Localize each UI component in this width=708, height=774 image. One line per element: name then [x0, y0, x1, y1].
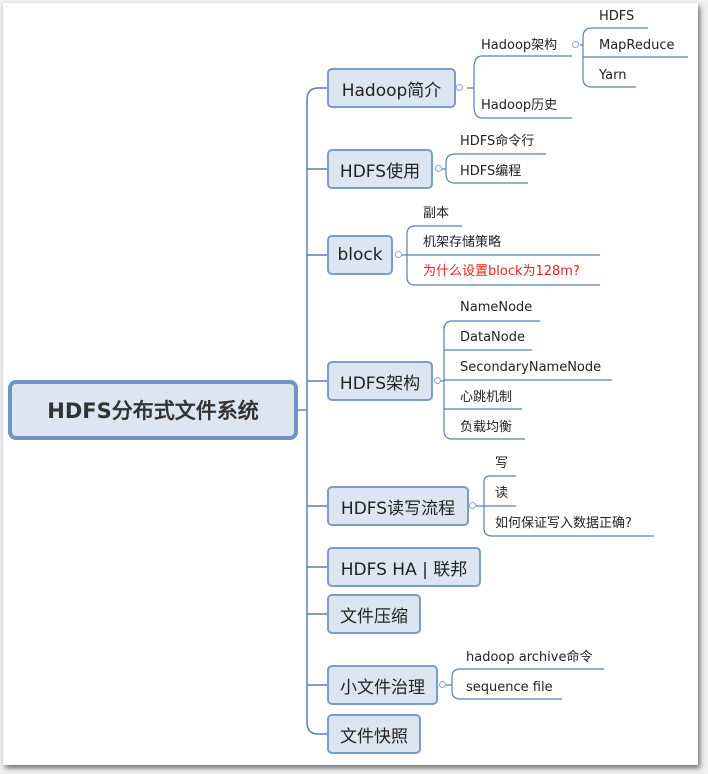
- block-connector: [395, 225, 600, 286]
- collapse-toggle-icon[interactable]: [456, 84, 463, 91]
- collapse-toggle-icon[interactable]: [439, 681, 446, 688]
- intro-connector: [467, 55, 572, 119]
- subnode-hadoop-archive[interactable]: hadoop archive命令: [466, 650, 593, 665]
- arch2-connector: [434, 320, 612, 440]
- subnode-load-balance[interactable]: 负载均衡: [460, 420, 513, 435]
- subnode-write-correctness[interactable]: 如何保证写入数据正确?: [495, 516, 632, 531]
- subnode-why-128m[interactable]: 为什么设置block为128m?: [423, 264, 580, 279]
- branch-hdfs-read-write[interactable]: HDFS读写流程: [327, 486, 469, 526]
- subnode-mapreduce[interactable]: MapReduce: [599, 38, 675, 53]
- subnode-replica[interactable]: 副本: [423, 206, 450, 221]
- branch-file-compression[interactable]: 文件压缩: [327, 594, 421, 634]
- collapse-toggle-icon[interactable]: [469, 502, 476, 509]
- subnode-hadoop-history[interactable]: Hadoop历史: [481, 98, 558, 113]
- subnode-namenode[interactable]: NameNode: [460, 300, 533, 315]
- usage-connector: [435, 153, 546, 184]
- subnode-secondary-namenode[interactable]: SecondaryNameNode: [460, 360, 602, 375]
- trunk-line: [306, 87, 319, 735]
- subnode-hadoop-architecture[interactable]: Hadoop架构: [481, 38, 558, 53]
- branch-hdfs-architecture[interactable]: HDFS架构: [327, 361, 433, 401]
- collapse-toggle-icon[interactable]: [434, 377, 441, 384]
- subnode-datanode[interactable]: DataNode: [460, 330, 525, 345]
- rw-connector: [476, 475, 654, 537]
- subnode-hdfs-cli[interactable]: HDFS命令行: [460, 134, 535, 149]
- subnode-read[interactable]: 读: [495, 486, 509, 501]
- branch-hdfs-usage[interactable]: HDFS使用: [327, 149, 433, 189]
- subnode-sequence-file[interactable]: sequence file: [466, 680, 553, 695]
- branch-hadoop-intro[interactable]: Hadoop简介: [327, 68, 456, 108]
- subnode-yarn[interactable]: Yarn: [599, 68, 627, 83]
- subnode-hdfs-programming[interactable]: HDFS编程: [460, 164, 522, 179]
- subnode-hdfs[interactable]: HDFS: [599, 9, 635, 24]
- branch-hdfs-ha[interactable]: HDFS HA | 联邦: [327, 547, 481, 587]
- branch-block[interactable]: block: [327, 235, 393, 275]
- subnode-write[interactable]: 写: [495, 456, 509, 471]
- arch-connector: [580, 27, 688, 88]
- subnode-heartbeat[interactable]: 心跳机制: [460, 390, 513, 405]
- collapse-toggle-icon[interactable]: [395, 251, 402, 258]
- branch-file-snapshot[interactable]: 文件快照: [327, 714, 421, 754]
- small-connector: [439, 668, 604, 700]
- branch-small-files[interactable]: 小文件治理: [327, 665, 438, 705]
- collapse-toggle-icon[interactable]: [435, 165, 442, 172]
- root-node[interactable]: HDFS分布式文件系统: [8, 380, 298, 440]
- collapse-toggle-icon[interactable]: [572, 41, 579, 48]
- subnode-rack-policy[interactable]: 机架存储策略: [423, 235, 502, 250]
